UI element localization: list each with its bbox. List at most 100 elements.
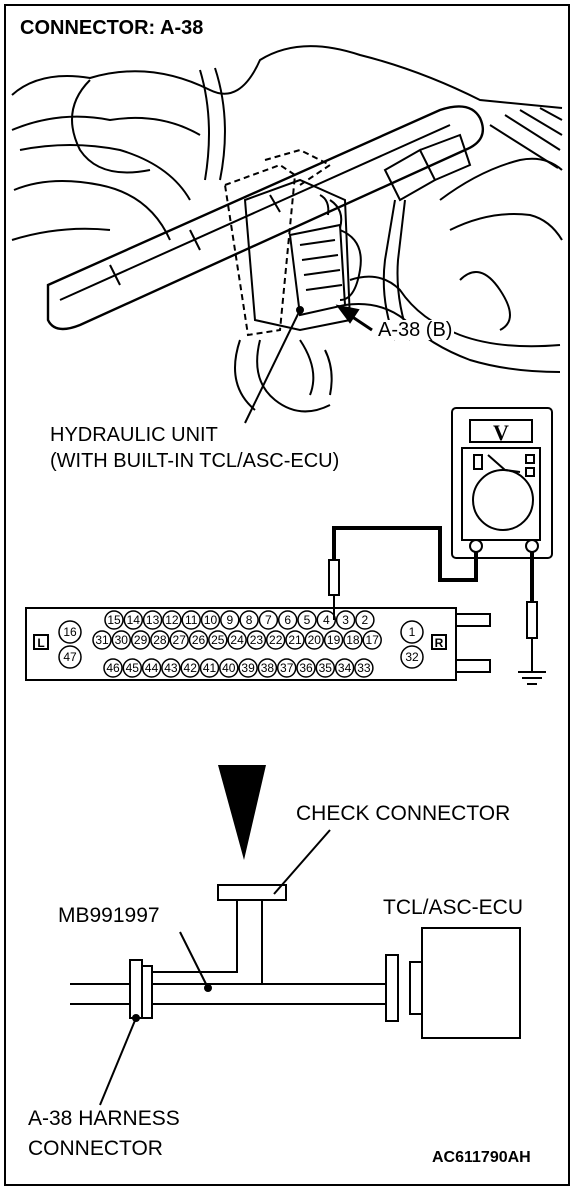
pin-number: 43	[164, 661, 178, 675]
pin-circle	[104, 610, 124, 630]
pin-number: 36	[299, 661, 313, 675]
voltmeter	[328, 407, 553, 685]
pin-number: 8	[246, 613, 253, 627]
pin-circle	[219, 658, 239, 678]
pin-number: 42	[184, 661, 198, 675]
pin-number: 16	[63, 625, 77, 639]
pin-number: 9	[226, 613, 233, 627]
pin-number: 23	[250, 633, 264, 647]
ecu-label: TCL/ASC-ECU	[383, 896, 524, 919]
pin-number: 5	[304, 613, 311, 627]
pin-circle	[92, 630, 112, 650]
pin-circle	[150, 630, 170, 650]
pin-number: 18	[346, 633, 360, 647]
pin-number: 31	[95, 633, 109, 647]
pin-number: 33	[357, 661, 371, 675]
pin-number: 38	[261, 661, 275, 675]
pin-number: 14	[127, 613, 141, 627]
pin-circle	[246, 630, 267, 650]
pin-circle	[162, 610, 182, 630]
pin-circle	[181, 610, 201, 630]
pin-number: 25	[211, 633, 225, 647]
pin-circle	[200, 610, 221, 630]
figure-code: AC611790AH	[432, 1149, 531, 1166]
pin-circle	[239, 610, 259, 630]
pin-circle	[220, 610, 240, 630]
pin-circle	[161, 658, 181, 678]
pin-circle	[208, 630, 228, 650]
pin-number: 3	[342, 613, 349, 627]
pin-number: 15	[107, 613, 121, 627]
pin-number: 13	[146, 613, 160, 627]
figure-frame	[4, 4, 570, 1186]
pin-circle	[122, 658, 143, 678]
pin-number: 39	[241, 661, 255, 675]
pin-number: 34	[338, 661, 352, 675]
pin-circle	[335, 610, 356, 630]
pin-circle	[296, 658, 316, 678]
pin-circle	[304, 630, 325, 650]
pin-circle	[276, 658, 297, 678]
pin-circle	[169, 630, 189, 650]
pin-number: 2	[362, 613, 369, 627]
pin-circle	[265, 630, 286, 650]
pin-number: 47	[63, 650, 77, 664]
pin-number: 44	[145, 661, 159, 675]
pin-number: 21	[288, 633, 302, 647]
pin-circle	[354, 658, 374, 678]
connector-face-outline	[25, 607, 491, 681]
pin-number: 7	[265, 613, 272, 627]
pin-circle	[238, 658, 258, 678]
pin-number: 4	[323, 613, 330, 627]
pin-circle	[58, 620, 82, 644]
harness-connector-label-line2: CONNECTOR	[28, 1137, 163, 1160]
pin-circle	[180, 658, 200, 678]
hydraulic-unit-label: HYDRAULIC UNIT	[50, 424, 218, 446]
pin-circle	[257, 658, 278, 678]
pin-circle	[362, 630, 382, 650]
pin-circle	[355, 610, 375, 630]
pin-circle	[400, 645, 424, 669]
pin-number: 22	[269, 633, 283, 647]
pin-number: 10	[204, 613, 218, 627]
pin-number: 11	[185, 613, 198, 627]
pin-number: 35	[319, 661, 333, 675]
pin-number: 17	[366, 633, 380, 647]
pin-number: 28	[153, 633, 167, 647]
pin-number: 19	[327, 633, 341, 647]
engine-bay-drawing	[11, 45, 563, 424]
pin-number: 40	[222, 661, 236, 675]
pin-number: 6	[284, 613, 291, 627]
pin-circle	[227, 630, 247, 650]
pin-number: 29	[134, 633, 148, 647]
pin-number: 12	[165, 613, 179, 627]
pin-circle	[142, 610, 163, 630]
pin-circle	[58, 645, 82, 669]
pin-circle	[277, 610, 298, 630]
pin-circle	[258, 610, 279, 630]
pin-number: 45	[126, 661, 140, 675]
special-tool-label: MB991997	[58, 904, 160, 927]
pin-number: 24	[230, 633, 244, 647]
harness-connector-label: A-38 HARNESS	[28, 1107, 180, 1130]
pin-circle	[343, 630, 363, 650]
check-connector-label: CHECK CONNECTOR	[296, 802, 511, 825]
pin-number: 27	[173, 633, 187, 647]
pin-number: 20	[308, 633, 322, 647]
meter-symbol: V	[493, 420, 509, 445]
pin-circle	[188, 630, 209, 650]
pin-circle	[323, 630, 344, 650]
pin-number: 1	[409, 625, 416, 639]
pin-number: 30	[115, 633, 129, 647]
connector-left-marker: L	[37, 636, 44, 650]
pin-circle	[103, 658, 123, 678]
pin-circle	[285, 630, 305, 650]
harness-schematic	[70, 765, 521, 1106]
pin-circle	[297, 610, 317, 630]
pin-circle	[123, 610, 144, 630]
hydraulic-unit-sublabel: (WITH BUILT-IN TCL/ASC-ECU)	[50, 450, 340, 472]
page-title: CONNECTOR: A-38	[20, 17, 204, 39]
pin-number: 41	[203, 661, 217, 675]
